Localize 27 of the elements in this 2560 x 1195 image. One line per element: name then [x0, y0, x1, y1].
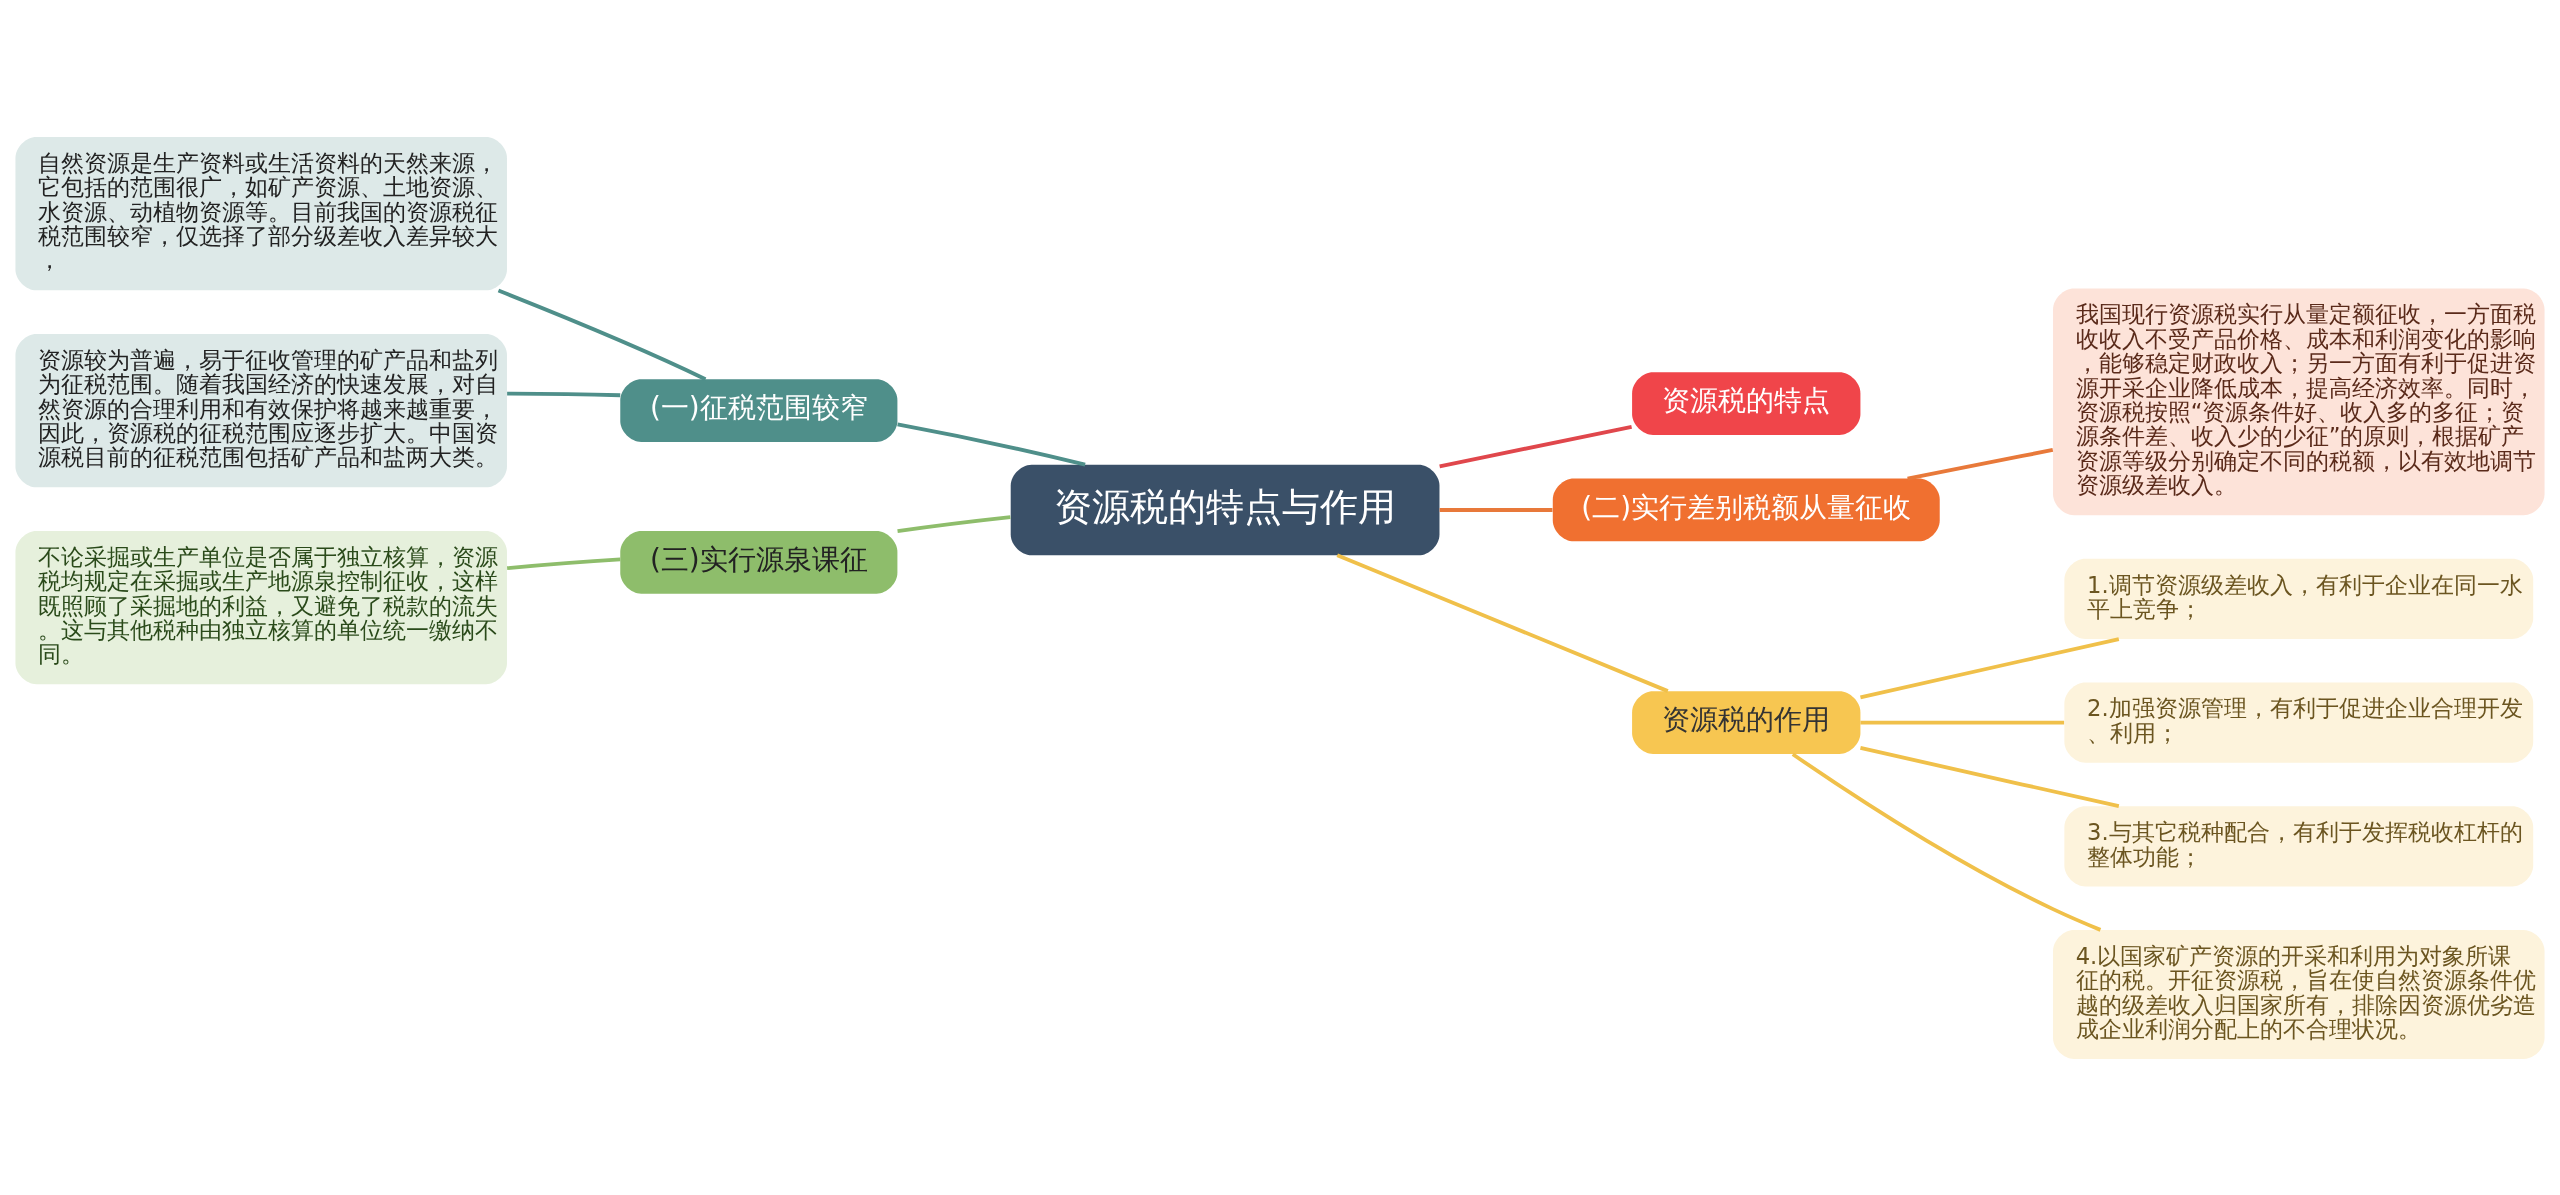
connector — [897, 421, 1086, 466]
node-box: 资源税的特点 — [1632, 371, 1861, 435]
connector — [1907, 447, 2054, 480]
connector — [1860, 745, 2120, 808]
node-box: 2.加强资源管理，有利于促进企业合理开发、利用； — [2064, 682, 2534, 763]
connector — [1439, 424, 1632, 468]
node-box: 4.以国家矿产资源的开采和利用为对象所课征的税。开征资源税，旨在使自然资源条件优越的级差收入归国家所有，排除因资源优劣造成企业利润分配上的不合理状况。 — [2053, 929, 2545, 1059]
connector — [1439, 507, 1553, 512]
node-box: (一)征税范围较窄 — [620, 378, 898, 442]
node-box: (三)实行源泉课征 — [620, 530, 898, 594]
node-box: 自然资源是生产资料或生活资料的天然来源，它包括的范围很广，如矿产资源、土地资源、水资源、动植物资源等。目前我国的资源税征税范围较窄，仅选择了部分级差收入差异较大， — [15, 136, 507, 290]
connector — [506, 557, 621, 570]
node-box: 资源较为普遍，易于征收管理的矿产品和盐列为征税范围。随着我国经济的快速发展，对自然资源的合理利用和有效保护将越来越重要，因此，资源税的征税范围应逐步扩大。中国资源税目前的征税范围包括矿产品和盐两大类。 — [15, 333, 507, 487]
connector — [507, 391, 621, 397]
connector — [897, 514, 1011, 533]
connector — [1860, 720, 2065, 725]
node-box: (二)实行差别税额从量征收 — [1552, 478, 1940, 541]
node-box: 3.与其它税种配合，有利于发挥税收杠杆的整体功能； — [2064, 805, 2534, 886]
connector — [1336, 553, 1669, 693]
node-box: 不论采掘或生产单位是否属于独立核算，资源税均规定在采掘或生产地源泉控制征收，这样既照顾了采掘地的利益，又避免了税款的流失。这与其他税种由独立核算的单位统一缴纳不同。 — [15, 530, 507, 684]
node-box: 资源税的特点与作用 — [1010, 464, 1440, 555]
node-box: 我国现行资源税实行从量定额征收，一方面税收收入不受产品价格、成本和利润变化的影响，能够稳定财政收入；另一方面有利于促进资源开采企业降低成本，提高经济效率。同时，资源税按照“资源条件好、收入多的多征；资源条件差、收入少的少征”的原则，根据矿产资源等级分别确定不同的税额，以有效地调节资源级差收入。 — [2053, 288, 2545, 515]
connector — [1860, 636, 2120, 699]
connector — [497, 288, 707, 381]
connector — [1791, 752, 2102, 932]
node-box: 1.调节资源级差收入，有利于企业在同一水平上竞争； — [2064, 558, 2534, 639]
node-box: 资源税的作用 — [1632, 690, 1861, 754]
